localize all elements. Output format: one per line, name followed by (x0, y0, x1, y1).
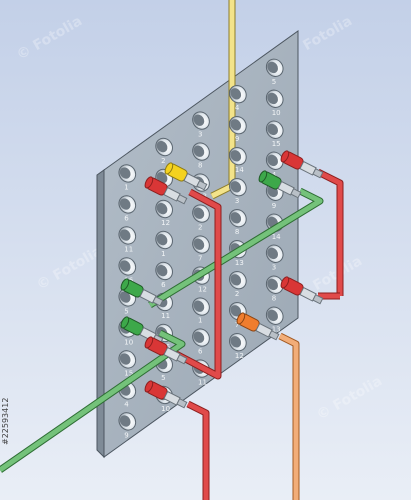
panel-hole (118, 195, 137, 214)
panel-hole (229, 301, 247, 321)
hole-number-label: 15 (124, 369, 133, 377)
panel-hole (118, 164, 137, 183)
panel-hole (265, 58, 284, 77)
panel-hole (192, 328, 210, 347)
panel-hole (229, 84, 247, 104)
plug-green-lower (120, 316, 164, 345)
plugs (120, 150, 324, 409)
panel-hole (192, 142, 210, 161)
plug-green-right-top (258, 170, 302, 199)
plug-red-lower-left (144, 336, 188, 365)
panel-hole (192, 297, 210, 316)
hole-number-label: 14 (272, 233, 281, 241)
hole-number-label: 4 (124, 400, 129, 408)
cable-orange-right (278, 332, 300, 500)
hole-number-label: 6 (198, 348, 203, 356)
hole-number-label: 2 (235, 290, 239, 298)
hole-number-label: 10 (272, 109, 281, 117)
hole-number-label: 3 (235, 197, 239, 205)
panel-hole (265, 89, 284, 108)
hole-number-label: 12 (235, 352, 244, 360)
hole-number-label: 5 (272, 78, 276, 86)
panel-hole (265, 306, 284, 325)
hole-number-label: 13 (235, 259, 244, 267)
hole-number-label: 3 (198, 131, 202, 139)
hole-number-label: 10 (161, 405, 170, 413)
hole-number-label: 3 (272, 264, 276, 272)
hole-number-label: 15 (272, 140, 281, 148)
panel-hole (155, 137, 173, 157)
hole-number-label: 4 (272, 171, 277, 179)
hole-number-label: 2 (161, 157, 165, 165)
cable-red-upper-left (174, 188, 222, 380)
hole-number-label: 11 (161, 312, 170, 320)
panel-edge (96, 169, 105, 459)
panel-hole (265, 244, 284, 263)
hole-number-label: 8 (272, 295, 276, 303)
hole-number-label: 7 (198, 255, 202, 263)
hole-number-label: 8 (198, 162, 202, 170)
plug-red-right-middle (280, 276, 324, 305)
hole-number-label: 11 (124, 245, 133, 253)
plug-yellow (164, 162, 208, 191)
plug-red-bottom (144, 380, 188, 409)
hole-number-label: 2 (198, 224, 202, 232)
panel-hole (155, 261, 173, 281)
panel-hole (229, 177, 247, 197)
hole-number-label: 9 (124, 431, 128, 439)
panel-hole (229, 332, 247, 352)
hole-number-label: 7 (235, 321, 239, 329)
hole-number-label: 5 (124, 307, 128, 315)
cable-green-right-top (148, 187, 324, 308)
hole-number-label: 4 (235, 104, 240, 112)
hole-number-label: 14 (235, 166, 244, 174)
panel-hole (229, 115, 247, 135)
panel-hole (118, 412, 137, 431)
panel-hole (229, 146, 247, 166)
plug-red-right-top (280, 150, 324, 179)
panel-hole (192, 235, 210, 254)
hole-number-label: 12 (198, 286, 207, 294)
cable-red-bottom (186, 400, 210, 500)
plug-orange-right (236, 312, 280, 341)
panel-hole (229, 270, 247, 290)
cable-green-lower (0, 329, 186, 473)
panel-hole (192, 111, 210, 130)
cable-red-right-top (316, 168, 344, 296)
hole-number-label: 9 (235, 135, 239, 143)
hole-number-label: 11 (198, 379, 207, 387)
hole-number-label: 8 (235, 228, 239, 236)
hole-number-label: 1 (124, 183, 128, 191)
panel-hole (118, 226, 137, 245)
hole-number-label: 12 (161, 219, 170, 227)
plug-green-middle (120, 278, 164, 307)
hole-number-label: 1 (161, 250, 165, 258)
panel-hole (155, 199, 173, 219)
hole-number-label: 6 (124, 214, 129, 222)
panel-hole (118, 350, 137, 369)
panel-hole (118, 257, 137, 276)
hole-number-label: 9 (272, 202, 276, 210)
plug-red-upper-left (144, 176, 188, 205)
panel-hole (265, 275, 284, 294)
panel-hole (192, 204, 210, 223)
hole-number-label: 5 (161, 374, 165, 382)
panel-hole (265, 120, 284, 139)
hole-number-label: 6 (161, 281, 166, 289)
panel-hole (229, 208, 247, 228)
hole-number-label: 10 (124, 338, 133, 346)
hole-number-label: 1 (198, 317, 202, 325)
hole-number-label: 13 (272, 326, 281, 334)
cables (0, 168, 344, 500)
stock-id: #22593412 (1, 398, 10, 445)
panel-hole (265, 151, 284, 170)
panel-hole (155, 230, 173, 250)
